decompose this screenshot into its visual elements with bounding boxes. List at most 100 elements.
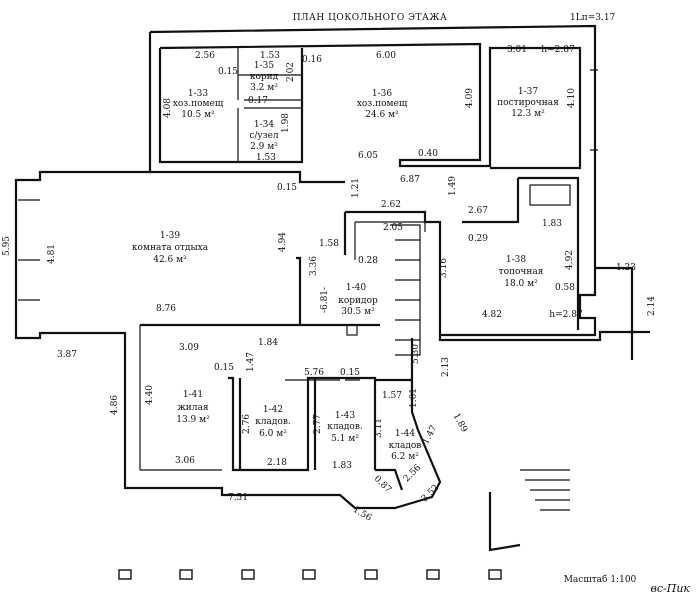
dimension-label: 1.83 — [332, 461, 352, 471]
dimension-label: 4.94 — [278, 232, 288, 252]
dimension-label: 3.87 — [57, 350, 77, 360]
dimension-label: 5.30 — [411, 344, 421, 364]
outer-walls — [14, 24, 650, 552]
dimension-label: 2.14 — [647, 296, 657, 316]
room-area: 6.0 м² — [259, 429, 287, 439]
dimension-label: 0.17 — [248, 96, 268, 106]
dimension-label: 1.58 — [319, 239, 339, 249]
room-number: 1-33 — [188, 89, 208, 99]
dimension-label: 3.16 — [439, 258, 449, 278]
foundation-marker — [488, 569, 502, 580]
dimension-label: 0.40 — [418, 149, 438, 159]
room-area: 18.0 м² — [504, 279, 538, 289]
room-number: 1-42 — [263, 405, 283, 415]
dimension-label: 5.76 — [304, 368, 324, 378]
dimension-label: 5.95 — [2, 236, 12, 256]
level-mark: 1Lп=3.17 — [570, 13, 616, 23]
room-area: 30.5 м² — [341, 307, 375, 317]
dimension-label: 0.87 — [372, 474, 393, 495]
dimension-label: h=2.87 — [541, 45, 575, 55]
foundation-markers — [118, 569, 502, 580]
dimension-label: 1.89 — [451, 412, 469, 435]
dimension-label: 1.49 — [448, 176, 458, 196]
room-number: 1-36 — [372, 89, 392, 99]
dimension-labels: 2.56 0.15 1.53 0.16 6.00 3.01 h=2.87 4.0… — [2, 45, 657, 524]
dimension-label: 1.98 — [281, 113, 291, 133]
room-area: 5.1 м² — [331, 434, 359, 444]
dimension-label: h=2.87 — [549, 310, 583, 320]
dimension-label: 4.86 — [110, 395, 120, 415]
dimension-label: 1.57 — [382, 391, 402, 401]
plan-title: ПЛАН ЦОКОЛЬНОГО ЭТАЖА — [293, 13, 448, 23]
dimension-label: 4.10 — [567, 88, 577, 108]
dimension-label: 4.82 — [482, 310, 502, 320]
dimension-label: 2.56 — [195, 51, 215, 61]
room-name: жилая — [177, 403, 208, 413]
dimension-label: 0.15 — [218, 67, 238, 77]
room-name: с/узел — [249, 131, 279, 141]
dimension-label: 1.53 — [256, 153, 276, 163]
room-name: корид — [250, 72, 279, 82]
room-name: топочная — [499, 267, 544, 277]
dimension-label: 6.87 — [400, 175, 420, 185]
room-name: кладов. — [255, 417, 291, 427]
dimension-label: 1.21 — [351, 178, 361, 198]
dimension-label: 8.76 — [156, 304, 176, 314]
dimension-label: 2.76 — [242, 414, 252, 434]
room-area: 24.6 м² — [365, 110, 399, 120]
dimension-label: -6.81- — [320, 287, 330, 313]
dimension-label: 0.28 — [358, 256, 378, 266]
watermark: вс-Пик — [650, 582, 690, 595]
dimension-label: 4.40 — [145, 385, 155, 405]
dimension-label: 2.77 — [313, 414, 323, 434]
room-name: хоз.помещ — [357, 99, 408, 109]
dimension-label: 0.15 — [340, 368, 360, 378]
room-number: 1-43 — [335, 411, 355, 421]
dimension-label: 1.23 — [616, 263, 636, 273]
dimension-label: 4.81 — [47, 244, 57, 264]
room-number: 1-40 — [346, 283, 366, 293]
dimension-label: 3.06 — [175, 456, 195, 466]
dimension-label: 2.67 — [468, 206, 488, 216]
dimension-label: 1.84 — [258, 338, 278, 348]
dimension-label: 4.92 — [565, 250, 575, 270]
room-number: 1-37 — [518, 87, 538, 97]
dimension-label: 4.09 — [465, 88, 475, 108]
dimension-label: 2.13 — [441, 357, 451, 377]
dimension-label: 0.29 — [468, 234, 488, 244]
dimension-label: 3.01 — [507, 45, 527, 55]
room-name: коридор — [338, 296, 378, 306]
room-area: 12.3 м² — [511, 109, 545, 119]
dimension-label: 6.05 — [358, 151, 378, 161]
dimension-label: 1.83 — [542, 219, 562, 229]
dimension-label: 2.02 — [286, 62, 296, 82]
room-area: 13.9 м² — [176, 415, 210, 425]
room-area: 42.6 м² — [153, 255, 187, 265]
room-area: 3.2 м² — [250, 83, 278, 93]
room-number: 1-39 — [160, 231, 180, 241]
dimension-label: 1.53 — [260, 51, 280, 61]
inner-walls — [18, 42, 598, 511]
foundation-marker — [364, 569, 378, 580]
room-number: 1-34 — [254, 120, 274, 130]
room-name: кладов — [389, 441, 422, 451]
room-number: 1-41 — [183, 390, 203, 400]
room-number: 1-35 — [254, 61, 274, 71]
dimension-label: 1.01 — [409, 388, 419, 408]
dimension-label: 2.18 — [267, 458, 287, 468]
scale-label: Масштаб 1:100 — [564, 574, 637, 585]
room-labels: 1-33 хоз.помещ 10.5 м² 1-35 корид 3.2 м²… — [132, 61, 559, 462]
room-name: кладов. — [327, 422, 363, 432]
dimension-label: 0.16 — [302, 55, 322, 65]
dimension-label: 0.58 — [555, 283, 575, 293]
dimension-label: 4.08 — [163, 98, 173, 118]
dimension-label: 6.00 — [376, 51, 396, 61]
foundation-marker — [302, 569, 316, 580]
dimension-label: 0.15 — [214, 363, 234, 373]
room-number: 1-44 — [395, 429, 415, 439]
dimension-label: 3.11 — [374, 418, 384, 438]
foundation-marker — [118, 569, 132, 580]
foundation-marker — [179, 569, 193, 580]
room-name: хоз.помещ — [173, 99, 224, 109]
